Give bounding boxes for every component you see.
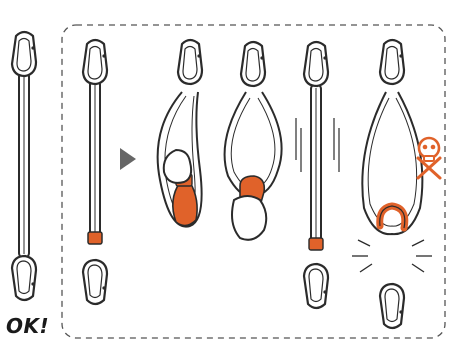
breaking-sling-icon xyxy=(376,202,409,232)
step-3-looped xyxy=(223,40,283,241)
misuse-panel xyxy=(61,24,446,339)
step-1-quickdraw xyxy=(81,38,109,306)
ok-label: OK! xyxy=(6,314,50,338)
play-arrow-icon xyxy=(120,148,136,170)
step-5-breaking xyxy=(352,38,432,330)
quickdraw-icon xyxy=(10,30,38,302)
quickdraw-ok xyxy=(10,30,38,302)
skull-crossbones-icon xyxy=(416,136,442,180)
step-2-twisting xyxy=(156,38,204,228)
step-4-loaded xyxy=(295,40,340,310)
rubber-keeper xyxy=(87,231,103,245)
